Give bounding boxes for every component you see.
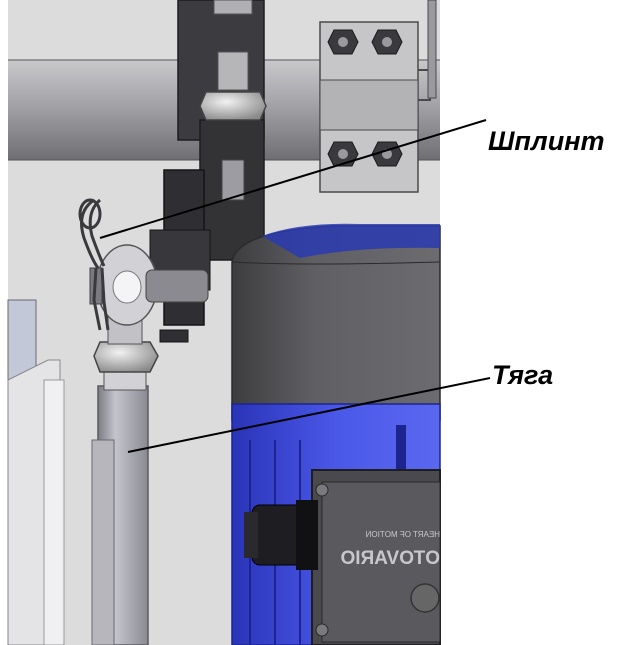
cable-gland <box>244 500 318 570</box>
terminal-box <box>311 469 441 645</box>
nameplate-tagline: HEART OF MOTION <box>365 530 440 539</box>
callout-label-tyaga: Тяга <box>492 360 554 390</box>
nameplate-brand: OTOVARIO <box>340 548 440 569</box>
leader-line-shplint <box>99 119 487 239</box>
hanger-bolt <box>199 0 267 121</box>
lock-nut <box>93 341 159 373</box>
pipe-clamp <box>319 0 437 193</box>
frame-part <box>7 299 65 645</box>
callout-label-shplint: Шплинт <box>488 126 605 156</box>
cotter-pin <box>78 198 110 331</box>
tie-rod <box>89 244 209 645</box>
leader-line-tyaga <box>127 377 491 453</box>
